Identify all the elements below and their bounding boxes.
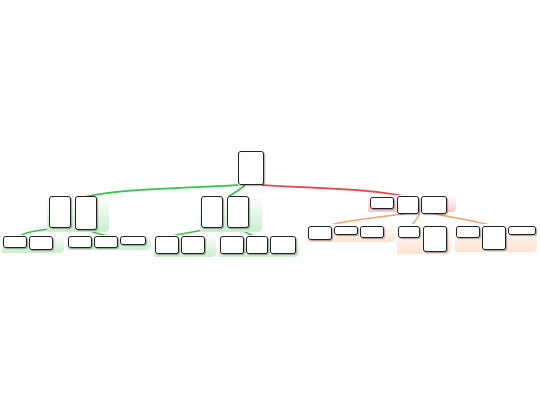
leaf-node-g4[interactable] [94,236,118,248]
leaf-node-o2[interactable] [334,226,358,235]
connector-root-b1 [84,184,239,198]
leaf-node-o5[interactable] [423,226,447,252]
leaf-node-g6[interactable] [155,236,179,254]
leaf-node-g9[interactable] [246,236,268,254]
connector-root-b3 [261,184,409,198]
branch-node-b2-b[interactable] [227,196,249,228]
branch-node-b2-a[interactable] [201,196,223,228]
leaf-node-g8[interactable] [220,236,244,254]
connector-b3-c1 [329,212,411,226]
leaf-node-o6[interactable] [456,226,480,238]
branch-node-b1-a[interactable] [49,196,71,228]
leaf-node-g7[interactable] [181,236,205,254]
leaf-node-g1[interactable] [3,236,27,248]
leaf-node-o8[interactable] [508,226,536,235]
branch-node-b3-a[interactable] [370,197,394,209]
leaf-node-g10[interactable] [270,236,296,254]
branch-node-b3-c[interactable] [421,196,447,214]
leaf-node-g3[interactable] [68,236,92,248]
branch-node-b1-b[interactable] [75,196,97,230]
branch-node-b3-b[interactable] [397,196,419,214]
leaf-node-o1[interactable] [308,226,332,240]
connector-root-b2 [227,184,246,198]
leaf-node-o3[interactable] [360,226,384,238]
leaf-node-g2[interactable] [29,236,53,250]
leaf-node-o7[interactable] [482,226,506,250]
leaf-node-o4[interactable] [398,226,420,238]
root-node[interactable] [238,151,264,185]
leaf-node-g5[interactable] [120,236,146,245]
